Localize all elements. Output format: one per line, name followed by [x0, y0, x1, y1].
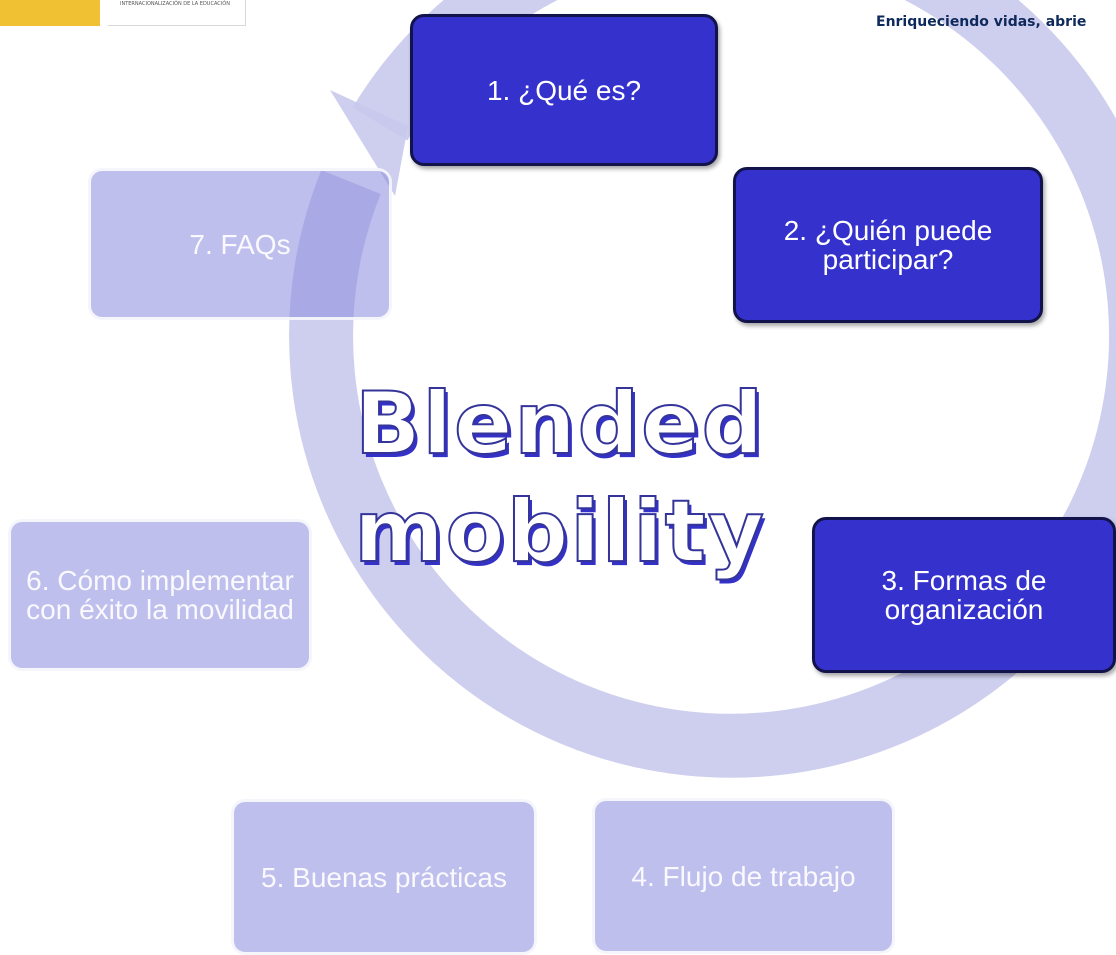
step-5-box[interactable]: 5. Buenas prácticas	[231, 799, 537, 955]
step-6-label: 6. Cómo implementar con éxito la movilid…	[26, 565, 294, 625]
step-2-box[interactable]: 2. ¿Quién puede participar?	[733, 167, 1043, 323]
step-7-box[interactable]: 7. FAQs	[88, 168, 392, 320]
logo-emblem	[0, 0, 100, 26]
step-4-label: 4. Flujo de trabajo	[631, 860, 856, 892]
header-tagline: Enriqueciendo vidas, abrie	[876, 14, 1087, 30]
diagram-title-line-2: mobility	[353, 481, 766, 583]
diagram-title-line-1: Blended	[354, 373, 766, 475]
step-2-label: 2. ¿Quién puede participar?	[783, 215, 993, 275]
step-1-label: 1. ¿Qué es?	[486, 74, 642, 106]
logo-institution-text: INTERNACIONALIZACIÓN DE LA EDUCACIÓN	[108, 0, 246, 26]
step-1-box[interactable]: 1. ¿Qué es?	[410, 14, 718, 166]
diagram-title: Blended mobility	[310, 370, 810, 586]
step-3-label: 3. Formas de organización	[881, 565, 1047, 625]
step-7-label: 7. FAQs	[189, 228, 291, 260]
step-6-box[interactable]: 6. Cómo implementar con éxito la movilid…	[8, 519, 312, 671]
arrow-head	[330, 90, 408, 196]
step-4-box[interactable]: 4. Flujo de trabajo	[592, 798, 895, 954]
step-3-box[interactable]: 3. Formas de organización	[812, 517, 1116, 673]
step-5-label: 5. Buenas prácticas	[261, 861, 507, 893]
